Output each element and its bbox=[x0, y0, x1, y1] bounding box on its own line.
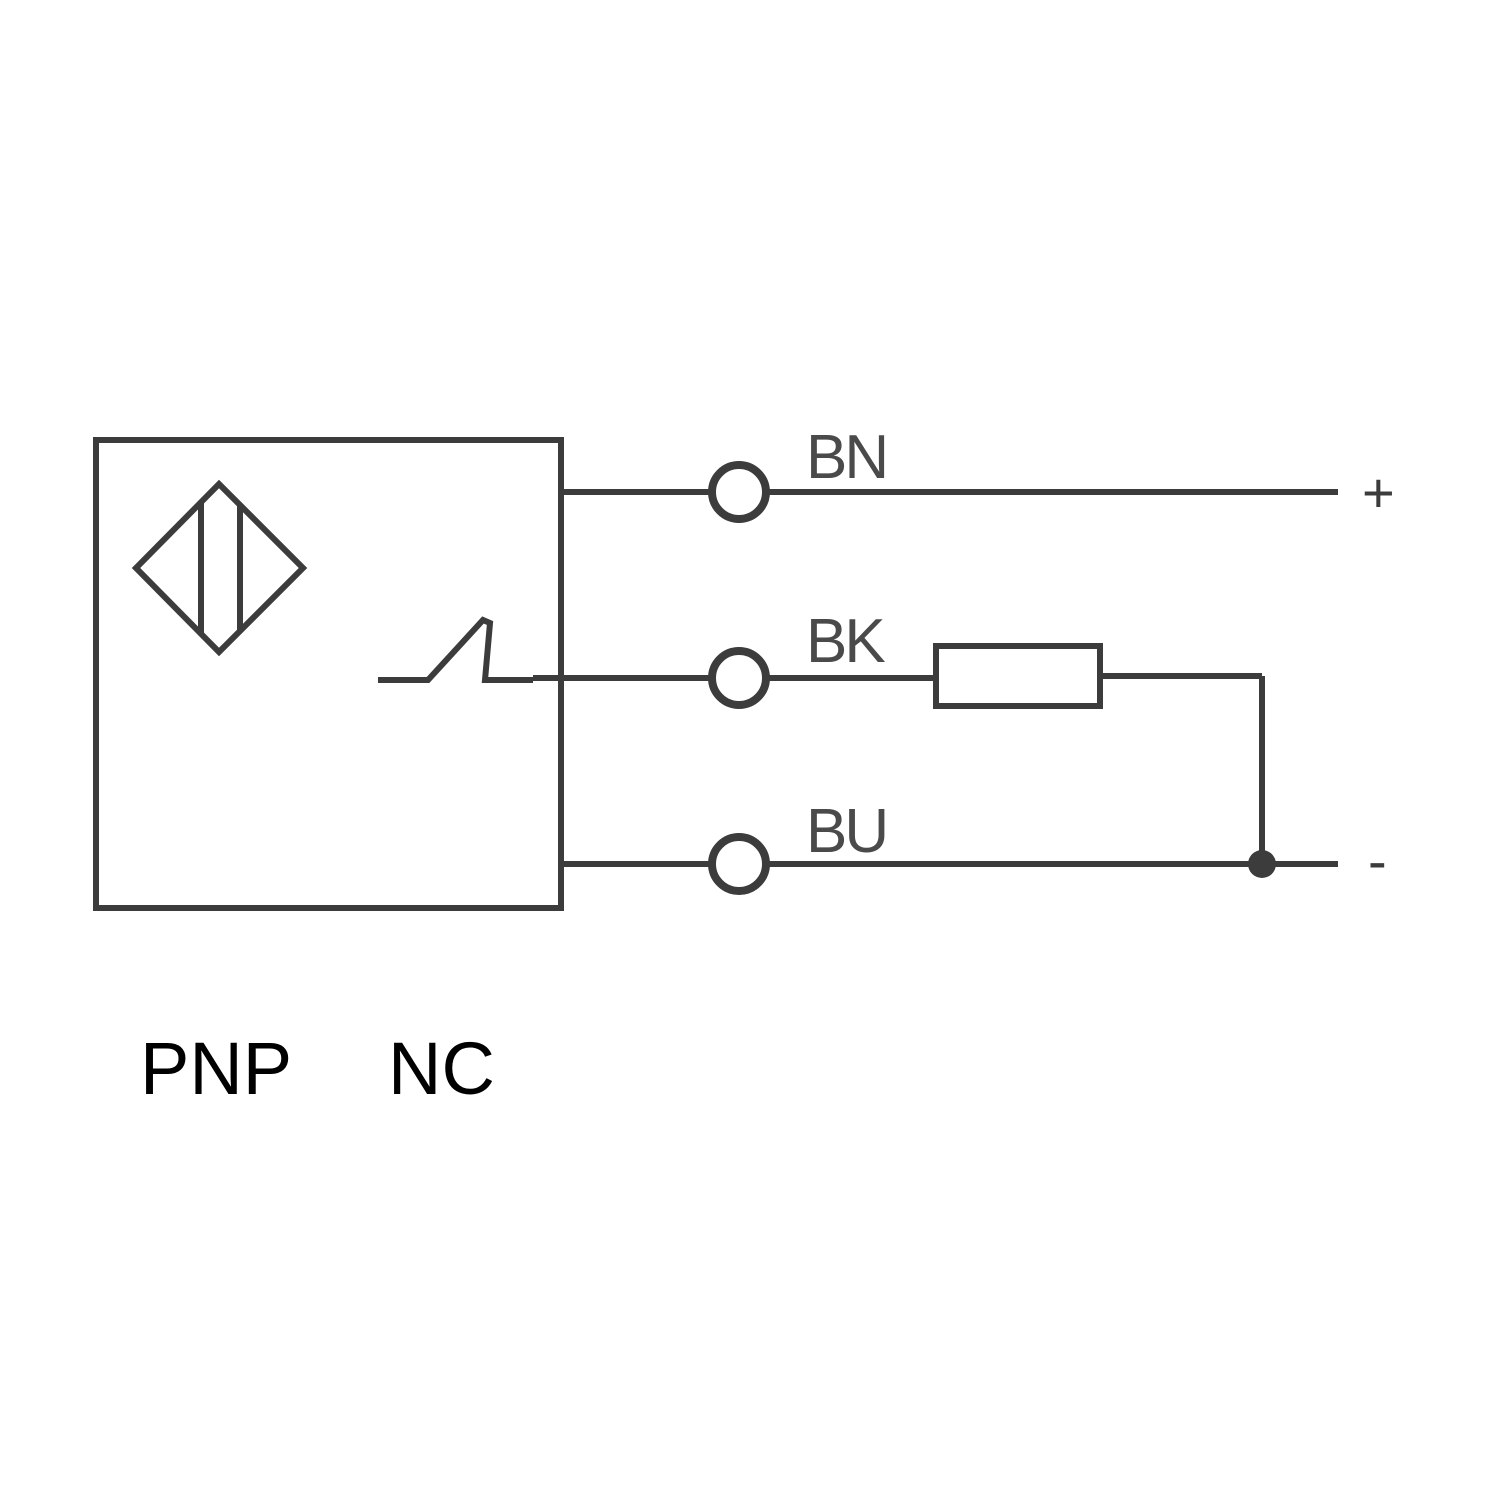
terminal-bu bbox=[708, 833, 770, 895]
wire-label-bn: BN bbox=[806, 423, 886, 492]
load-resistor bbox=[933, 643, 1103, 709]
nc-switch-icon bbox=[378, 616, 533, 683]
wire-label-bu: BU bbox=[806, 797, 886, 866]
negative-terminal-label: - bbox=[1368, 829, 1387, 892]
wire-label-bk: BK bbox=[806, 607, 885, 676]
terminal-bk bbox=[708, 647, 770, 709]
sensor-body bbox=[93, 437, 564, 911]
junction-dot bbox=[1248, 850, 1276, 878]
terminal-bn bbox=[708, 461, 770, 523]
inductive-sensor-icon bbox=[131, 479, 308, 657]
positive-terminal-label: + bbox=[1362, 461, 1395, 524]
black-wire bbox=[533, 673, 1265, 864]
output-type-label: PNP bbox=[140, 1027, 292, 1110]
contact-type-label: NC bbox=[388, 1027, 495, 1110]
